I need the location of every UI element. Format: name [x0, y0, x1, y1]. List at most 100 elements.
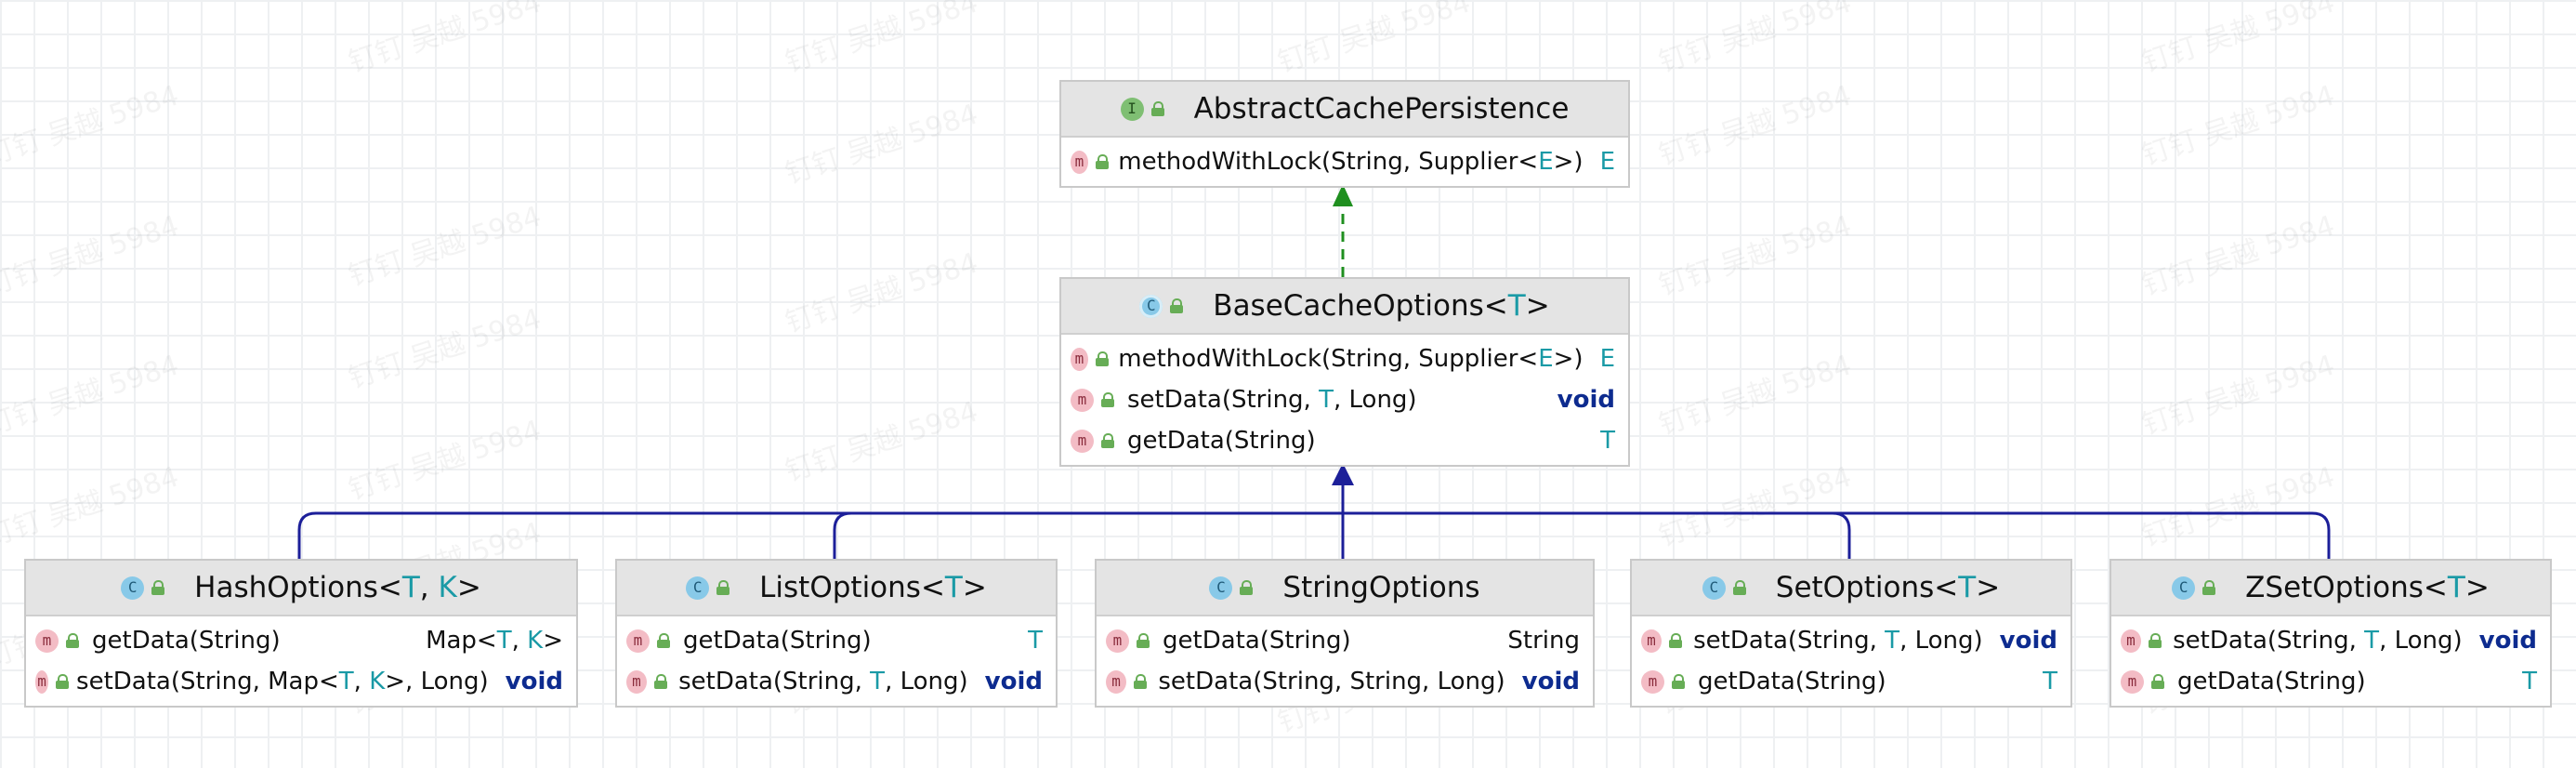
- return-type: T: [2522, 668, 2537, 695]
- class-title: HashOptions<T, K>: [194, 571, 481, 604]
- public-lock-icon: [1240, 580, 1254, 595]
- method-icon: m: [626, 669, 647, 694]
- class-hashoptions[interactable]: C HashOptions<T, K> m getData(String) Map<…: [24, 559, 578, 708]
- class-icon: C: [1702, 576, 1726, 600]
- extends-arrowhead: [1332, 463, 1354, 485]
- public-lock-icon: [1668, 633, 1683, 648]
- method-icon: m: [1106, 669, 1127, 694]
- return-type: T: [1028, 627, 1043, 655]
- keyword: void: [505, 668, 563, 695]
- return-type: void: [2000, 627, 2057, 655]
- method-icon: m: [1641, 669, 1664, 694]
- class-icon: C: [1209, 576, 1233, 600]
- type-parameter: T: [2522, 668, 2537, 695]
- method-signature: setData(String, T, Long): [678, 668, 968, 695]
- extends-line: [833, 511, 1343, 559]
- keyword: void: [1557, 386, 1615, 414]
- method-icon: m: [1071, 429, 1094, 453]
- method-row[interactable]: m setData(String, Map<T, K>, Long) void: [26, 661, 576, 702]
- class-zsetoptions[interactable]: C ZSetOptions<T> m setData(String, T, Lon…: [2109, 559, 2552, 708]
- method-icon: m: [1106, 629, 1129, 653]
- public-lock-icon: [1170, 298, 1184, 313]
- type-parameter: T: [338, 668, 354, 695]
- class-title: ZSetOptions<T>: [2245, 571, 2490, 604]
- keyword: void: [1521, 668, 1580, 695]
- class-header: C StringOptions: [1097, 561, 1593, 616]
- class-title: AbstractCachePersistence: [1193, 92, 1570, 126]
- class-setoptions[interactable]: C SetOptions<T> m setData(String, T, Long…: [1630, 559, 2072, 708]
- method-signature: setData(String, T, Long): [2173, 627, 2463, 655]
- public-lock-icon: [2202, 580, 2216, 595]
- method-row[interactable]: m getData(String) T: [1061, 420, 1628, 461]
- method-signature: getData(String): [92, 627, 281, 655]
- class-header: C HashOptions<T, K>: [26, 561, 576, 616]
- type-parameter: T: [496, 627, 512, 655]
- return-type: void: [1557, 386, 1615, 414]
- class-title: BaseCacheOptions<T>: [1213, 289, 1550, 323]
- return-type: Map<T, K>: [426, 627, 563, 655]
- public-lock-icon: [2148, 633, 2162, 648]
- method-signature: setData(String, Map<T, K>, Long): [76, 668, 489, 695]
- method-signature: getData(String): [1698, 668, 1886, 695]
- type-parameter: E: [1538, 345, 1554, 373]
- type-parameter: T: [1885, 627, 1900, 655]
- public-lock-icon: [1150, 101, 1164, 116]
- method-icon: m: [2121, 629, 2141, 653]
- public-lock-icon: [151, 580, 165, 595]
- type-parameter: T: [944, 571, 963, 604]
- type-parameter: T: [1600, 427, 1615, 455]
- method-signature: getData(String): [1127, 427, 1316, 455]
- method-row[interactable]: m setData(String, T, Long) void: [2111, 620, 2550, 661]
- keyword: void: [1999, 627, 2057, 655]
- implements-arrowhead: [1333, 184, 1353, 206]
- type-parameter: E: [1599, 148, 1615, 176]
- class-icon: C: [2172, 576, 2196, 600]
- class-icon: C: [121, 576, 145, 600]
- class-title: StringOptions: [1282, 571, 1480, 604]
- class-icon: C: [686, 576, 710, 600]
- public-lock-icon: [66, 633, 79, 648]
- type-parameter: T: [2364, 627, 2380, 655]
- method-signature: setData(String, T, Long): [1693, 627, 1983, 655]
- class-header: C BaseCacheOptions<T>: [1061, 279, 1628, 335]
- type-parameter: E: [1538, 148, 1554, 176]
- class-header: C SetOptions<T>: [1632, 561, 2070, 616]
- class-header: C ListOptions<T>: [617, 561, 1056, 616]
- return-type: void: [985, 668, 1043, 695]
- type-parameter: T: [1319, 386, 1334, 414]
- type-parameter: K: [369, 668, 386, 695]
- keyword: void: [2478, 627, 2537, 655]
- method-icon: m: [35, 669, 49, 694]
- public-lock-icon: [1672, 674, 1685, 689]
- method-row[interactable]: m setData(String, T, Long) void: [617, 661, 1056, 702]
- abstract-class-icon: C: [1139, 294, 1163, 318]
- return-type: void: [506, 668, 563, 695]
- method-signature: getData(String): [683, 627, 872, 655]
- type-parameter: T: [1507, 289, 1526, 323]
- class-title: SetOptions<T>: [1775, 571, 2001, 604]
- member-list: m getData(String) Map<T, K> m setData(String…: [26, 616, 576, 706]
- extends-line: [1343, 511, 2331, 559]
- method-signature: setData(String, T, Long): [1127, 386, 1417, 414]
- public-lock-icon: [1732, 580, 1746, 595]
- type-parameter: K: [527, 627, 544, 655]
- extends-line: [1343, 511, 1851, 559]
